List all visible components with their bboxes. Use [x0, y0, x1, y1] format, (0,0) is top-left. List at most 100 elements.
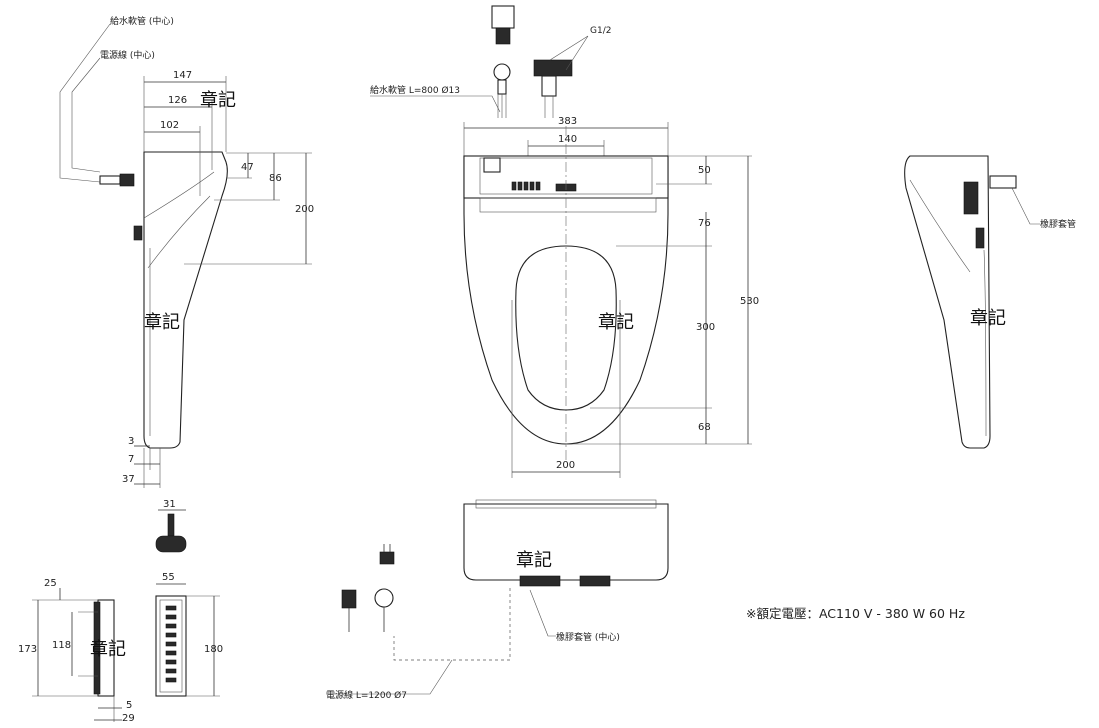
top-view-seat-hinge-band — [479, 197, 657, 213]
stamp-mark: 章記 — [144, 312, 180, 333]
side-hose-connector — [99, 175, 121, 185]
right-side-hose — [989, 175, 1017, 189]
valve-top — [491, 5, 515, 29]
stamp-mark: 章記 — [970, 308, 1006, 329]
remote-button — [165, 614, 177, 620]
power-cord-leader — [71, 57, 101, 173]
valve-stem — [495, 27, 511, 45]
rubber-sleeve-label: 橡膠套管 — [1040, 218, 1076, 230]
dim-200-width: 200 — [556, 460, 575, 471]
dim-47: 47 — [241, 162, 254, 173]
dim-5: 5 — [126, 700, 132, 711]
left-side-view: 給水軟管 (中心) 電源線 (中心) 147 126 102 47 86 200 — [59, 15, 314, 488]
remote-button — [165, 677, 177, 683]
front-view-body — [463, 503, 669, 581]
remote-button — [165, 659, 177, 665]
bracket-screw — [167, 513, 175, 537]
remote-button — [165, 641, 177, 647]
dim-383: 383 — [558, 116, 577, 127]
water-hose-center-label: 給水軟管 (中心) — [110, 15, 174, 27]
dim-530: 530 — [740, 296, 759, 307]
dim-25: 25 — [44, 578, 57, 589]
power-cord-spec-leader — [326, 659, 453, 695]
dim-300: 300 — [696, 322, 715, 333]
side-hose-nut — [119, 173, 135, 187]
dim-140: 140 — [558, 134, 577, 145]
rubber-sleeve-center-leader — [529, 589, 556, 637]
front-view: 橡膠套管 (中心) 電源線 L=1200 Ø7 章記 — [326, 499, 669, 701]
power-cord-route — [393, 588, 511, 661]
rubber-sleeve-leader — [1011, 187, 1040, 225]
mounting-bracket: 31 — [155, 499, 187, 553]
top-view: G1/2 給水軟管 L=800 Ø13 383 140 50 — [370, 5, 759, 478]
dim-147: 147 — [173, 70, 192, 81]
dim-126: 126 — [168, 95, 187, 106]
ground-ring — [374, 588, 394, 608]
rubber-sleeve-center-label: 橡膠套管 (中心) — [556, 631, 620, 643]
dim-76: 76 — [698, 218, 711, 229]
right-side-view: 橡膠套管 章記 — [904, 155, 1076, 449]
control-button — [523, 181, 529, 191]
dim-3: 3 — [128, 436, 134, 447]
stamp-mark: 章記 — [90, 639, 126, 660]
dim-102: 102 — [160, 120, 179, 131]
dim-86: 86 — [269, 173, 282, 184]
stamp-mark: 章記 — [200, 90, 236, 111]
plug-body — [341, 589, 357, 609]
front-view-top-band — [475, 499, 657, 509]
control-button — [517, 181, 523, 191]
dim-29: 29 — [122, 713, 135, 724]
control-button — [529, 181, 535, 191]
power-cord-center-label: 電源線 (中心) — [100, 49, 155, 61]
g12-label: G1/2 — [590, 26, 611, 36]
dim-118: 118 — [52, 640, 71, 651]
side-view-lid-line — [143, 171, 215, 219]
right-side-vent — [963, 181, 979, 215]
dim-173: 173 — [18, 644, 37, 655]
hose-fitting — [493, 63, 511, 81]
g12-fitting — [533, 59, 573, 77]
dim-55: 55 — [162, 572, 175, 583]
right-side-hinge — [975, 227, 985, 249]
remote-front-panel — [159, 599, 183, 693]
side-view-hinge — [133, 225, 143, 241]
top-view-buttons — [511, 181, 541, 191]
dim-180: 180 — [204, 644, 223, 655]
control-button — [535, 181, 541, 191]
right-side-body — [904, 155, 991, 449]
front-view-connector — [579, 575, 611, 587]
stamp-mark: 章記 — [598, 312, 634, 333]
side-view-lid-curve — [147, 195, 211, 269]
control-button — [511, 181, 517, 191]
rated-voltage-note: ※額定電壓：AC110 V - 380 W 60 Hz — [746, 606, 965, 621]
dim-31: 31 — [163, 499, 176, 510]
water-hose-spec-label: 給水軟管 L=800 Ø13 — [370, 84, 460, 96]
remote-side-view: 25 173 118 5 29 章記 — [18, 578, 135, 724]
dim-37: 37 — [122, 474, 135, 485]
remote-button — [165, 632, 177, 638]
dim-68: 68 — [698, 422, 711, 433]
remote-buttons — [165, 605, 177, 683]
front-view-connector — [519, 575, 561, 587]
water-hose-spec-leader — [370, 95, 501, 113]
water-hose-leader — [59, 23, 111, 183]
remote-button — [165, 605, 177, 611]
dim-7: 7 — [128, 454, 134, 465]
right-side-lid-line — [909, 179, 971, 273]
plug-head — [379, 551, 395, 565]
bracket-base — [155, 535, 187, 553]
dim-50: 50 — [698, 165, 711, 176]
remote-button — [165, 668, 177, 674]
side-view-body — [143, 151, 228, 449]
top-view-power-box — [483, 157, 501, 173]
remote-front-view: 55 180 — [155, 572, 223, 697]
remote-button — [165, 650, 177, 656]
right-side-edge — [983, 249, 987, 437]
power-cord-spec-label: 電源線 L=1200 Ø7 — [326, 689, 407, 701]
stamp-mark: 章記 — [516, 550, 552, 571]
remote-button — [165, 623, 177, 629]
dim-200: 200 — [295, 204, 314, 215]
g12-leader — [549, 35, 589, 71]
remote-side-plate — [93, 601, 101, 695]
